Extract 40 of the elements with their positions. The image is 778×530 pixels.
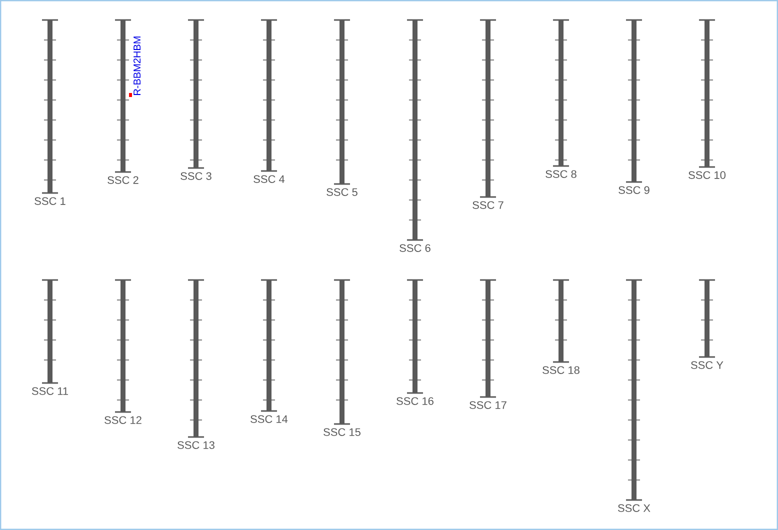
node-label: SSC 2 [108,176,138,184]
node-label: SSC 16 [396,397,434,405]
chromosome-bar: SSC 15 [324,279,360,436]
node-label: SSC 18 [542,366,580,374]
node-label: SSC 6 [400,244,430,252]
node-label: SSC X [618,504,650,512]
node-label: SSC 15 [324,428,360,436]
node-label: SSC 7 [472,201,504,209]
chromosome-bar: SSC 16 [396,279,434,405]
chromosome-bar: SSC 13 [178,279,214,449]
node-label: SSC 3 [180,172,212,180]
chromosome-bar: SSC 12 [104,279,142,424]
chromosome-bar: SSC 5 [326,19,358,196]
chromosome-bar: SSC 14 [250,279,288,423]
node-label: SSC 17 [470,401,506,409]
chromosome-bar: SSC X [618,279,650,512]
node-label: SSC 12 [104,416,142,424]
chromosome-bar: SSC 7 [472,19,504,209]
chromosome-bar: SSC 9 [618,19,650,194]
chromosome-bar: SSC 1 [34,19,66,205]
chromosome-bar: SSC 17 [470,279,506,409]
node-label: SSC 5 [326,188,358,196]
node-label: SSC 4 [254,175,285,183]
chromosome-bar: SSC 4 [254,19,285,183]
node-label: SSC 1 [34,197,66,205]
chromosome-bar: SSC 11 [32,279,68,395]
node-label: SSC 8 [546,170,576,178]
node-label: SSC Y [691,361,724,369]
marker-label: R-BBM2HBM [134,36,140,95]
node-label: SSC 13 [178,441,214,449]
chromosome-bar: SSC 8 [546,19,576,178]
node-label: SSC 9 [618,186,650,194]
chromosome-bar: SSC 3 [180,19,212,180]
node-label: SSC 14 [250,415,288,423]
chromosome-bar: SSC 10 [688,19,726,179]
chromosome-bar: SSC Y [691,279,724,369]
chromosome-bar: SSC 6 [400,19,430,252]
node-label: SSC 10 [688,171,726,179]
node-label: SSC 11 [32,387,68,395]
chromosome-bar: SSC 18 [542,279,580,374]
